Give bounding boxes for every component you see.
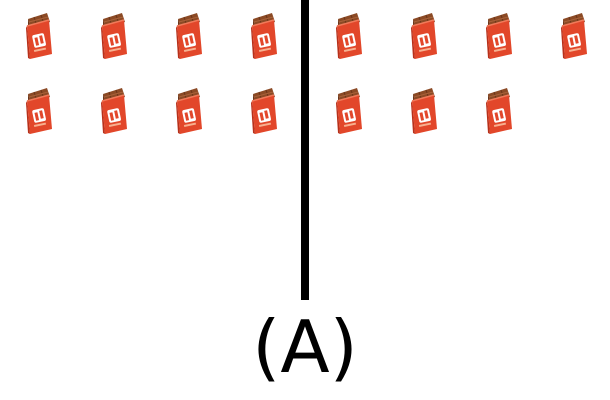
chocolate-bar-icon xyxy=(410,10,438,60)
chocolate-bar-icon xyxy=(175,10,203,60)
chocolate-bar-icon xyxy=(100,85,128,135)
chocolate-bar-icon xyxy=(560,10,588,60)
chocolate-bar-icon xyxy=(100,10,128,60)
chocolate-bar-icon xyxy=(25,85,53,135)
chocolate-bar-icon xyxy=(250,85,278,135)
chocolate-bar-icon xyxy=(25,10,53,60)
chocolate-bar-icon xyxy=(485,85,513,135)
chocolate-bar-icon xyxy=(335,85,363,135)
chocolate-bar-icon xyxy=(410,85,438,135)
vertical-divider xyxy=(301,0,309,300)
chocolate-bar-icon xyxy=(335,10,363,60)
chocolate-bar-icon xyxy=(250,10,278,60)
chocolate-bar-icon xyxy=(485,10,513,60)
chocolate-bar-icon xyxy=(175,85,203,135)
figure-label: (A) xyxy=(252,305,358,389)
